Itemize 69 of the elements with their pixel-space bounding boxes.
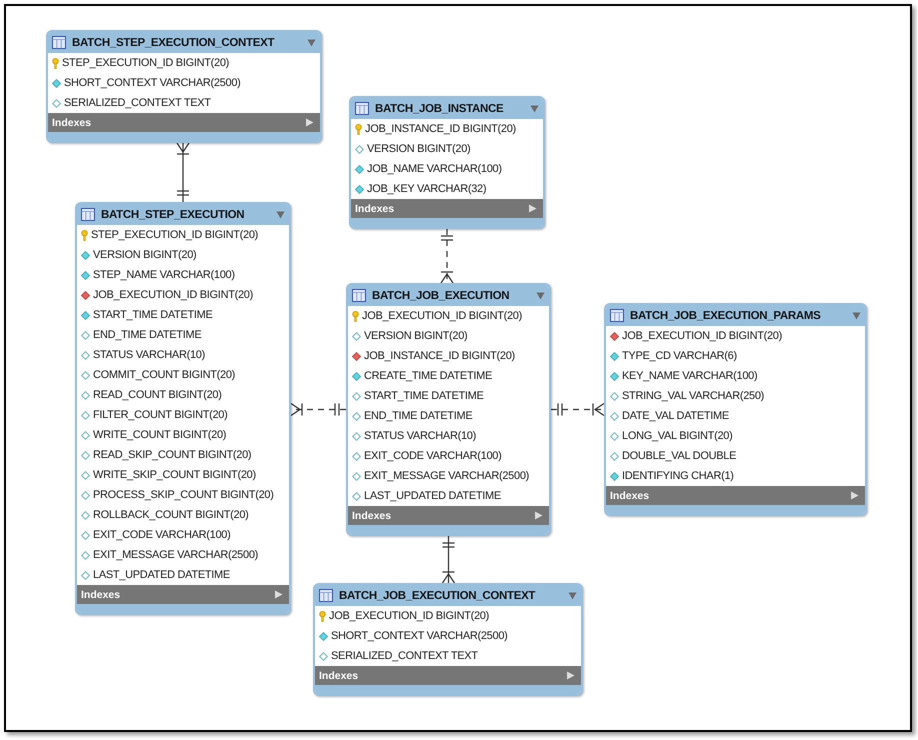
indexes-label: Indexes bbox=[610, 490, 650, 502]
column-name: VERSION BIGINT(20) bbox=[364, 330, 468, 342]
column-name: CREATE_TIME DATETIME bbox=[364, 370, 492, 382]
indexes-label: Indexes bbox=[81, 588, 120, 600]
column-name: TYPE_CD VARCHAR(6) bbox=[622, 350, 737, 362]
relationship-line bbox=[290, 402, 346, 416]
column-name: JOB_EXECUTION_ID BIGINT(20) bbox=[362, 310, 522, 322]
column-name: COMMIT_COUNT BIGINT(20) bbox=[93, 369, 236, 381]
table-card bbox=[313, 583, 583, 696]
column-name: SHORT_CONTEXT VARCHAR(2500) bbox=[64, 77, 240, 89]
indexes-label: Indexes bbox=[319, 670, 358, 682]
indexes-label: Indexes bbox=[352, 510, 392, 522]
column-name: STATUS VARCHAR(10) bbox=[364, 430, 476, 442]
column-name: LAST_UPDATED DATETIME bbox=[93, 569, 230, 581]
table-card bbox=[349, 96, 545, 229]
indexes-label: Indexes bbox=[52, 116, 92, 128]
column-name: WRITE_COUNT BIGINT(20) bbox=[93, 429, 226, 441]
column-name: STATUS VARCHAR(10) bbox=[93, 349, 205, 361]
column-name: STRING_VAL VARCHAR(250) bbox=[622, 390, 764, 402]
column-name: STEP_NAME VARCHAR(100) bbox=[93, 269, 235, 281]
relationship-line bbox=[176, 142, 190, 202]
column-name: FILTER_COUNT BIGINT(20) bbox=[93, 409, 228, 421]
relationship-line bbox=[442, 536, 456, 584]
table-name: BATCH_JOB_EXECUTION_CONTEXT bbox=[339, 590, 536, 602]
column-name: JOB_NAME VARCHAR(100) bbox=[367, 163, 502, 175]
column-name: EXIT_CODE VARCHAR(100) bbox=[93, 529, 230, 541]
column-name: IDENTIFYING CHAR(1) bbox=[622, 470, 734, 482]
column-name: END_TIME DATETIME bbox=[93, 329, 202, 341]
table-card bbox=[75, 202, 291, 615]
indexes-label: Indexes bbox=[355, 202, 394, 214]
column-name: JOB_KEY VARCHAR(32) bbox=[367, 183, 486, 195]
column-name: STEP_EXECUTION_ID BIGINT(20) bbox=[62, 57, 230, 69]
table-name: BATCH_STEP_EXECUTION_CONTEXT bbox=[72, 36, 274, 48]
column-name: STEP_EXECUTION_ID BIGINT(20) bbox=[91, 229, 258, 241]
column-name: END_TIME DATETIME bbox=[364, 410, 472, 422]
column-name: SERIALIZED_CONTEXT TEXT bbox=[64, 97, 211, 109]
column-name: START_TIME DATETIME bbox=[93, 309, 213, 321]
column-name: VERSION BIGINT(20) bbox=[367, 143, 470, 155]
column-name: JOB_EXECUTION_ID BIGINT(20) bbox=[329, 610, 489, 622]
relationship-line bbox=[440, 229, 454, 284]
column-name: JOB_INSTANCE_ID BIGINT(20) bbox=[365, 123, 516, 135]
table-card bbox=[46, 30, 322, 143]
column-name: KEY_NAME VARCHAR(100) bbox=[622, 370, 758, 382]
table-name: BATCH_STEP_EXECUTION bbox=[101, 208, 244, 220]
column-name: JOB_EXECUTION_ID BIGINT(20) bbox=[622, 330, 782, 342]
column-name: DATE_VAL DATETIME bbox=[622, 410, 729, 422]
column-name: VERSION BIGINT(20) bbox=[93, 249, 196, 261]
column-name: EXIT_MESSAGE VARCHAR(2500) bbox=[93, 549, 258, 561]
column-name: EXIT_MESSAGE VARCHAR(2500) bbox=[364, 470, 529, 482]
column-name: START_TIME DATETIME bbox=[364, 390, 484, 402]
column-name: LAST_UPDATED DATETIME bbox=[364, 490, 501, 502]
column-name: JOB_INSTANCE_ID BIGINT(20) bbox=[364, 350, 515, 362]
table-name: BATCH_JOB_INSTANCE bbox=[375, 102, 504, 114]
column-name: PROCESS_SKIP_COUNT BIGINT(20) bbox=[93, 489, 274, 501]
column-name: ROLLBACK_COUNT BIGINT(20) bbox=[93, 509, 249, 521]
column-name: EXIT_CODE VARCHAR(100) bbox=[364, 450, 502, 462]
column-name: SERIALIZED_CONTEXT TEXT bbox=[331, 650, 478, 662]
table-card bbox=[346, 283, 551, 536]
table-name: BATCH_JOB_EXECUTION bbox=[372, 290, 510, 302]
column-name: READ_SKIP_COUNT BIGINT(20) bbox=[93, 449, 252, 461]
relationship-line bbox=[551, 402, 605, 416]
column-name: WRITE_SKIP_COUNT BIGINT(20) bbox=[93, 469, 256, 481]
column-name: READ_COUNT BIGINT(20) bbox=[93, 389, 222, 401]
table-card bbox=[604, 303, 867, 516]
column-name: SHORT_CONTEXT VARCHAR(2500) bbox=[331, 630, 508, 642]
column-name: DOUBLE_VAL DOUBLE bbox=[622, 450, 736, 462]
column-name: LONG_VAL BIGINT(20) bbox=[622, 430, 732, 442]
table-name: BATCH_JOB_EXECUTION_PARAMS bbox=[630, 310, 820, 322]
column-name: JOB_EXECUTION_ID BIGINT(20) bbox=[93, 289, 253, 301]
